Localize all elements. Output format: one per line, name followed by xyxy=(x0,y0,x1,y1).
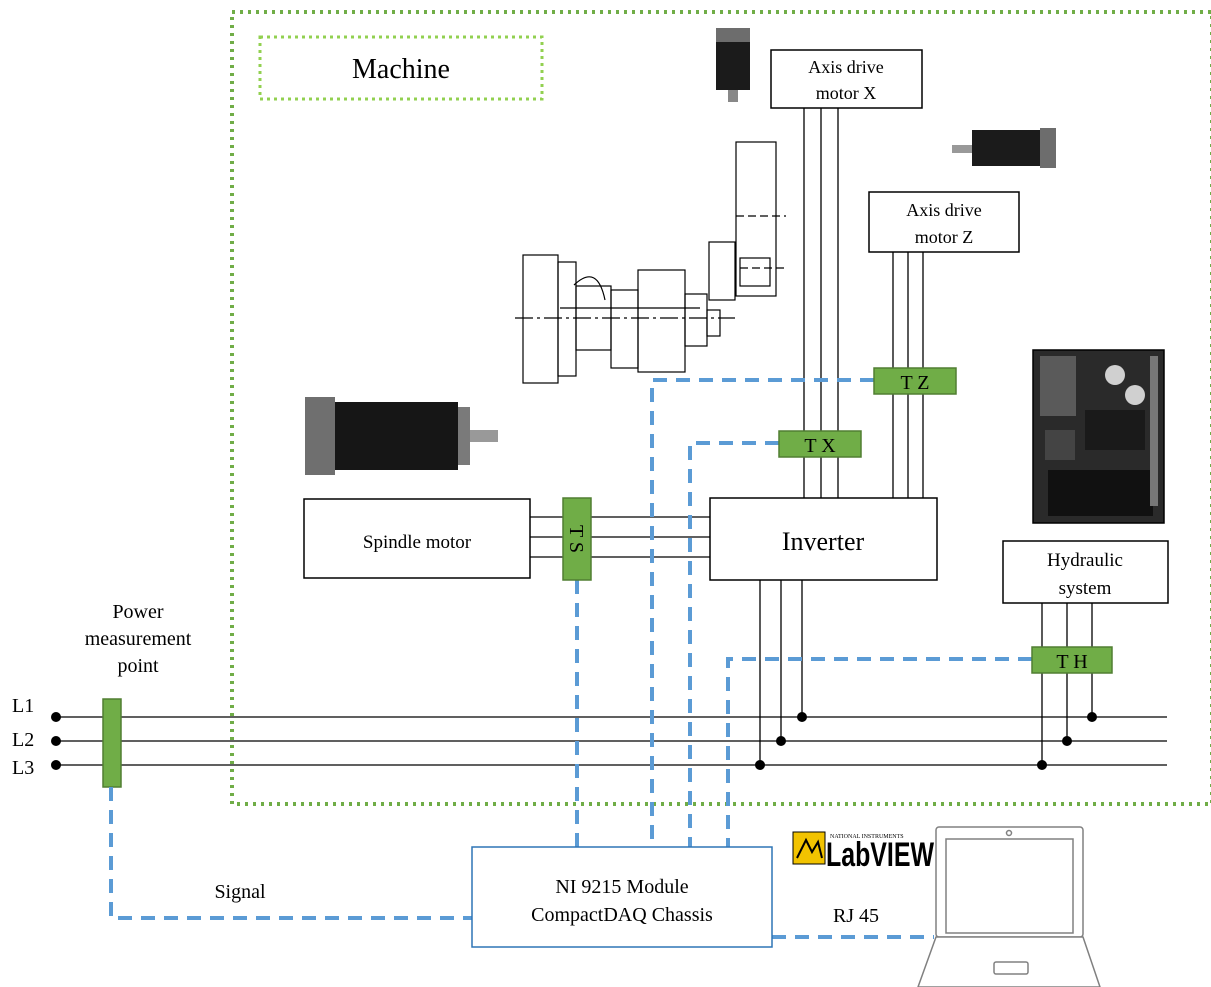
machine-label-box xyxy=(258,35,544,101)
sensor-tz-label: T Z xyxy=(900,372,929,394)
servo-motor-x-image xyxy=(716,28,750,102)
hydraulic-junctions xyxy=(1037,712,1097,770)
inverter-supply-wires xyxy=(759,580,803,765)
machine-boundary xyxy=(230,10,1211,806)
spindle-motor-image xyxy=(305,397,498,475)
axis-x-line2: motor X xyxy=(816,83,877,103)
hydraulic-box xyxy=(1002,540,1169,604)
daq-line2: CompactDAQ Chassis xyxy=(531,904,713,926)
phase-label-l1: L1 xyxy=(12,695,34,717)
axis-z-line2: motor Z xyxy=(915,227,974,247)
power-point-line3: point xyxy=(117,655,159,677)
phase-label-l3: L3 xyxy=(12,757,34,779)
axis-z-box xyxy=(868,191,1020,253)
sensor-tx xyxy=(778,430,862,458)
sensor-th xyxy=(1031,646,1113,674)
sensor-ts xyxy=(562,497,592,581)
axis-x-box xyxy=(770,49,923,109)
labview-brand: LabVIEW xyxy=(826,836,935,874)
laptop-icon xyxy=(917,826,1101,987)
power-point-line2: measurement xyxy=(85,628,192,650)
daq-box xyxy=(471,846,773,948)
inverter-label: Inverter xyxy=(782,527,865,556)
spindle-motor-label: Spindle motor xyxy=(363,532,472,553)
spindle-motor-box xyxy=(303,498,531,579)
servo-motor-z-image xyxy=(952,128,1056,168)
signal-lines xyxy=(109,378,1032,939)
rj45-label: RJ 45 xyxy=(833,905,879,927)
daq-line1: NI 9215 Module xyxy=(555,876,688,898)
hydraulic-line2: system xyxy=(1059,578,1112,599)
power-point-line1: Power xyxy=(112,601,163,623)
inverter-box xyxy=(709,497,938,581)
machine-label: Machine xyxy=(352,54,450,85)
phase-terminals xyxy=(51,712,61,770)
hydraulic-photo xyxy=(1032,349,1165,524)
lathe-sketch xyxy=(515,141,786,384)
sensor-tz xyxy=(873,367,957,395)
labview-small: NATIONAL INSTRUMENTS xyxy=(830,834,904,840)
power-sensor xyxy=(102,698,122,788)
sensor-th-label: T H xyxy=(1056,651,1087,673)
inverter-junctions xyxy=(755,712,807,770)
phase-lines xyxy=(56,716,1167,766)
axis-x-line1: Axis drive xyxy=(808,57,884,77)
signal-label: Signal xyxy=(214,881,266,903)
spindle-wires xyxy=(530,516,710,558)
labview-logo: NATIONAL INSTRUMENTS LabVIEW xyxy=(792,831,935,874)
sensor-ts-label: T S xyxy=(565,525,587,553)
hydraulic-line1: Hydraulic xyxy=(1047,550,1123,571)
phase-label-l2: L2 xyxy=(12,729,34,751)
axis-z-line1: Axis drive xyxy=(906,200,982,220)
sensor-tx-label: T X xyxy=(804,435,836,457)
